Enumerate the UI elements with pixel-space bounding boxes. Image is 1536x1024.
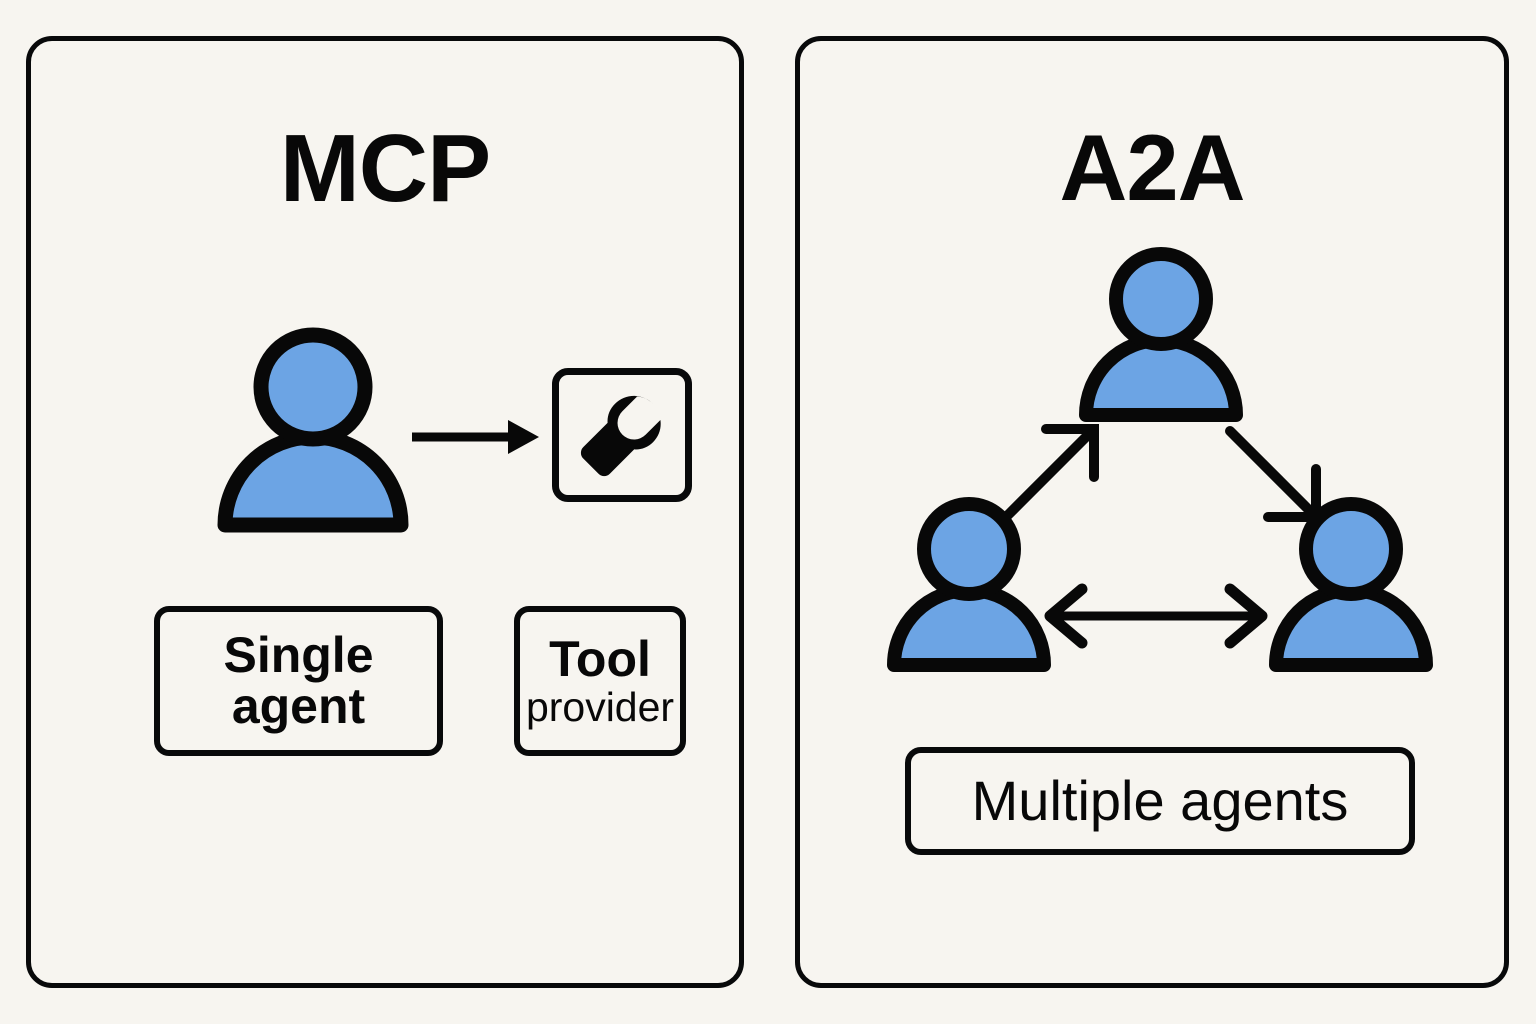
label-multiple-agents-text: Multiple agents	[971, 769, 1349, 833]
label-tool-provider-line2: provider	[525, 683, 675, 730]
wrench-icon	[580, 395, 661, 477]
label-multiple-agents: Multiple agents	[905, 747, 1415, 855]
label-single-agent-line2: agent	[231, 678, 366, 734]
label-tool-provider: Tool provider	[514, 606, 686, 756]
arrow-left-right-icon	[1044, 583, 1268, 649]
person-icon	[1077, 247, 1245, 423]
arrow-right-icon	[412, 420, 539, 454]
person-icon	[1267, 497, 1435, 673]
panel-a2a: A2A	[795, 36, 1509, 988]
arrow-up-right-icon	[1001, 424, 1099, 522]
arrow-down-right-icon	[1225, 426, 1321, 522]
panel-mcp: MCP Single agent	[26, 36, 744, 988]
label-single-agent-line1: Single	[223, 627, 374, 683]
person-icon	[885, 497, 1053, 673]
panel-mcp-title: MCP	[279, 115, 491, 222]
label-single-agent: Single agent	[154, 606, 443, 756]
person-icon	[215, 327, 411, 535]
panel-a2a-title: A2A	[1059, 115, 1245, 220]
label-tool-provider-line1: Tool	[549, 630, 651, 687]
tool-provider-card	[552, 368, 692, 502]
